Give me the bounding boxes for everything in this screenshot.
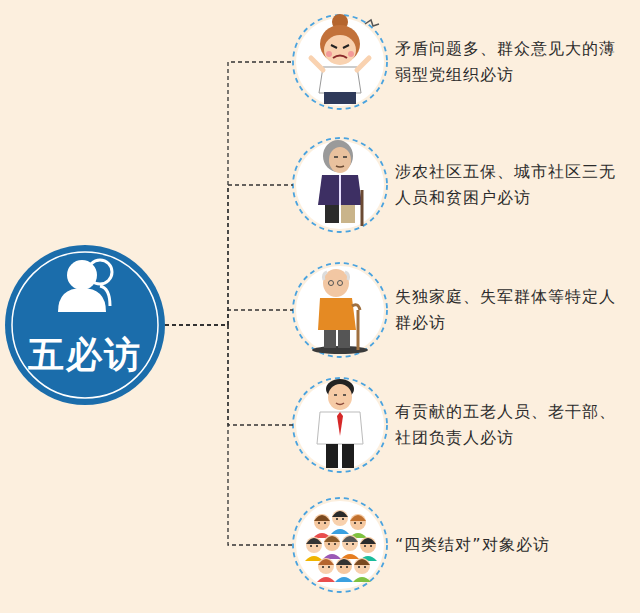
figure-group [293,498,387,592]
visit-item: 失独家庭、失军群体等特定人群必访 [293,263,627,357]
dashed-connector [165,325,293,425]
picture-circle [293,263,387,357]
item-text: 有贡献的五老人员、老干部、社团负责人必访 [395,399,627,452]
item-text: 矛盾问题多、群众意见大的薄弱型党组织必访 [395,36,627,89]
dashed-connector [165,310,293,325]
dashed-connector [165,325,293,545]
picture-circle [293,498,387,592]
figure-old-man [293,138,387,232]
visit-item: “四类结对”对象必访 [293,498,627,592]
item-text: 失独家庭、失军群体等特定人群必访 [395,284,627,337]
main-badge [5,245,165,405]
dashed-connector [165,62,293,325]
visit-item: 涉农社区五保、城市社区三无人员和贫困户必访 [293,138,627,232]
picture-circle [293,15,387,109]
item-text: “四类结对”对象必访 [395,532,627,558]
figure-man-suit [293,378,387,472]
visit-item: 矛盾问题多、群众意见大的薄弱型党组织必访 [293,15,627,109]
item-text: 涉农社区五保、城市社区三无人员和贫困户必访 [395,159,627,212]
main-title: 五必访 [28,331,142,380]
figure-angry-woman [293,14,387,109]
picture-circle [293,138,387,232]
main-circle: 五必访 [5,245,165,405]
picture-circle [293,378,387,472]
figure-elder-cane [293,263,387,357]
visit-item: 有贡献的五老人员、老干部、社团负责人必访 [293,378,627,472]
dashed-connector [165,185,293,325]
